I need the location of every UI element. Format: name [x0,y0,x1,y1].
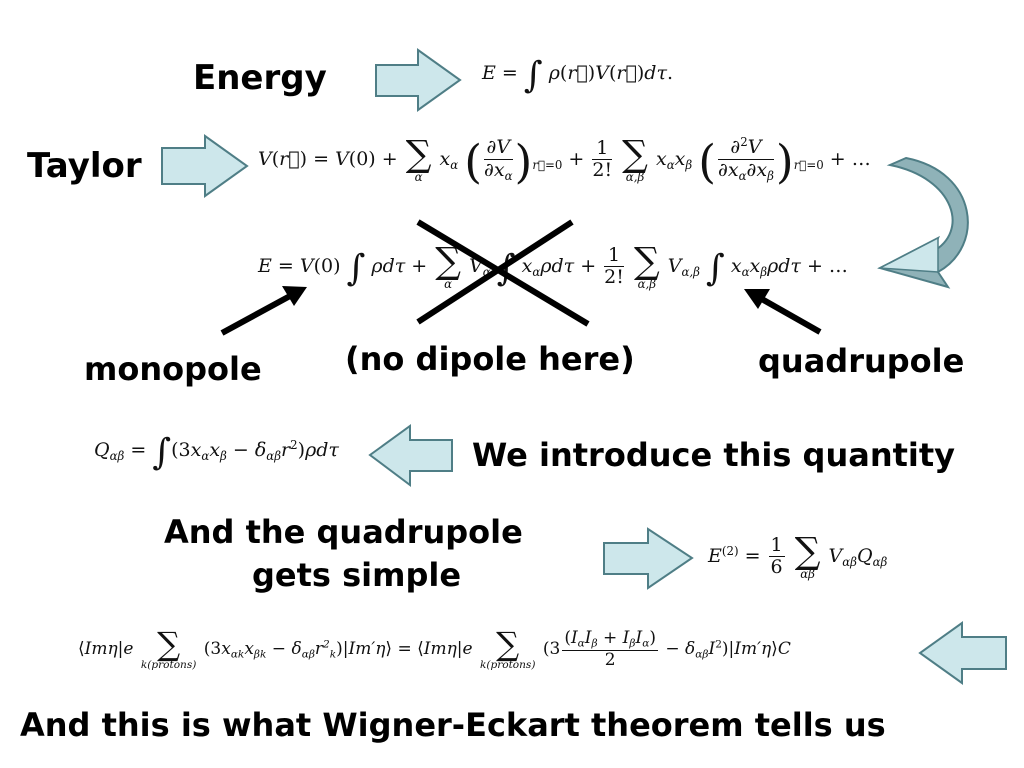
curved-arrow-highlight [877,236,939,273]
block-arrow-left-icon [368,424,453,487]
equation-energy-expansion: E = V(0) ∫ ρdτ + ∑α Vα ∫ xαρdτ + 12! ∑α,… [258,240,848,292]
label-no-dipole: (no dipole here) [345,340,635,378]
block-arrow-right-icon [375,48,462,112]
equation-wigner-eckart: ⟨Imη|e ∑k(protons) (3xαkxβk − δαβr2k)|Im… [78,625,791,672]
label-introduce: We introduce this quantity [472,436,956,474]
cross-out-icon [416,219,590,327]
label-simple-line2: gets simple [252,556,462,594]
pointer-arrow-icon [758,295,822,335]
curved-arrow-icon [877,156,969,289]
pointer-arrow-icon [220,293,292,336]
block-arrow-left-icon [918,621,1007,685]
label-wigner: And this is what Wigner-Eckart theorem t… [20,706,886,744]
block-arrow-right-icon [161,134,249,198]
equation-q-definition: Qαβ = ∫(3xαxβ − δαβr2)ρdτ [94,431,339,473]
label-monopole: monopole [84,350,262,388]
label-energy: Energy [193,58,327,98]
label-quadrupole: quadrupole [758,342,965,380]
equation-energy: E = ∫ ρ(r⃗)V(r⃗)dτ. [482,53,674,96]
label-simple-line1: And the quadrupole [164,513,523,551]
label-taylor: Taylor [27,146,142,186]
block-arrow-right-icon [603,527,694,590]
pointer-arrow-head [744,289,770,309]
pointer-arrow-head [282,286,307,306]
cross-out-line [416,219,574,325]
